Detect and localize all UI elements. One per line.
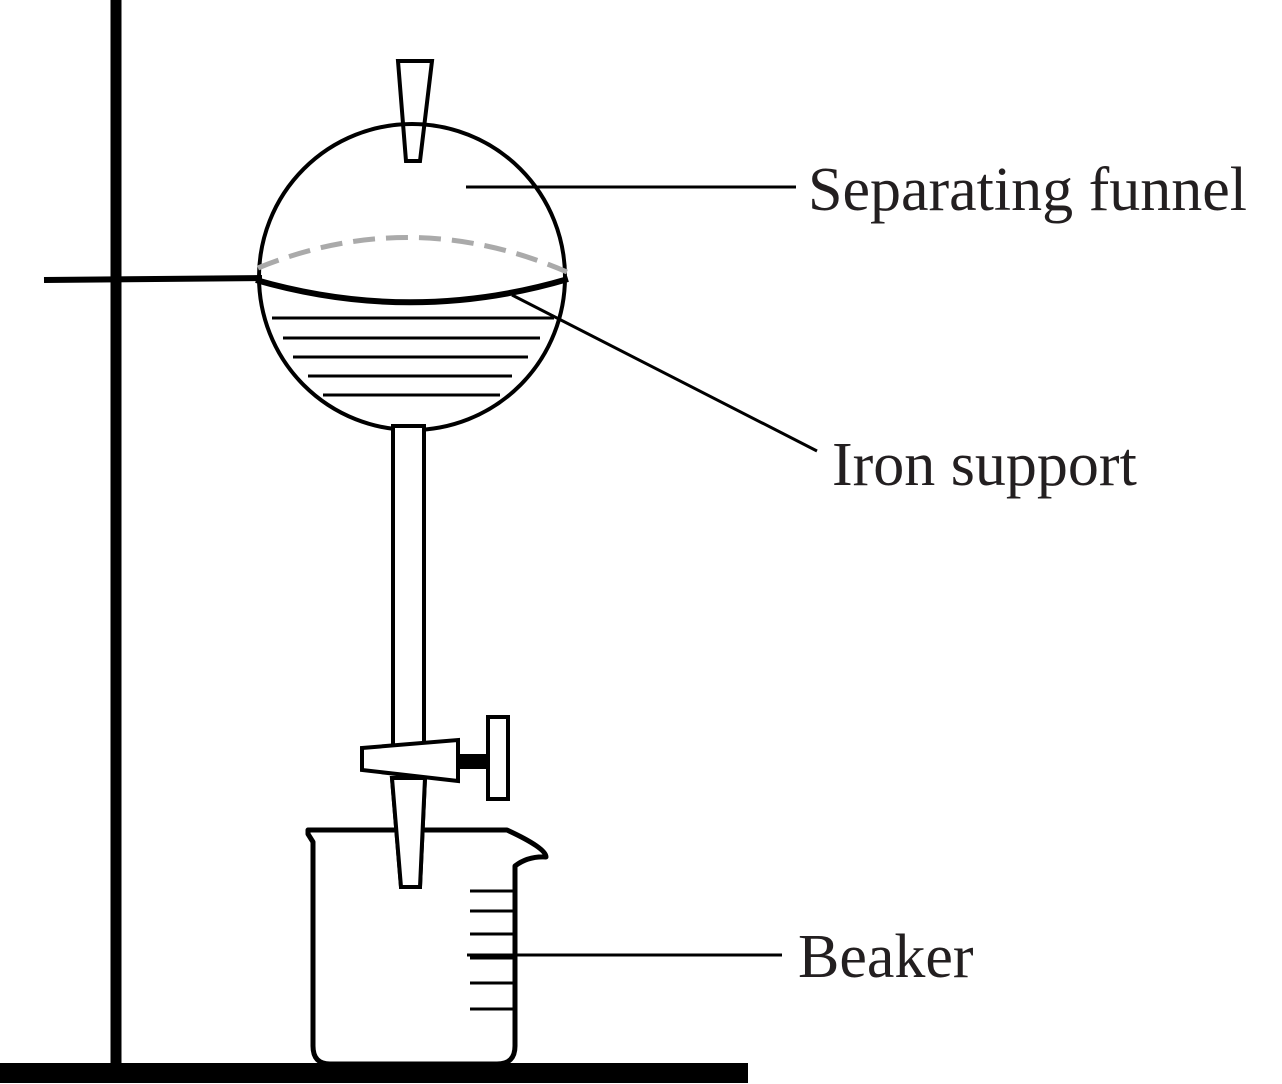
liquid-layers <box>272 316 554 397</box>
funnel-tip-overlay <box>389 776 428 889</box>
iron-ring-support <box>255 234 569 306</box>
beaker <box>305 776 549 1067</box>
stopcock-shaft <box>456 754 490 769</box>
leader-lines <box>466 185 818 957</box>
stopcock-handle <box>486 715 510 801</box>
separating-funnel <box>257 59 567 889</box>
beaker-graduations <box>470 889 515 1011</box>
ring-front <box>255 276 569 306</box>
funnel-bulb <box>257 122 567 432</box>
label-beaker: Beaker <box>798 923 974 991</box>
label-iron-support: Iron support <box>832 431 1137 499</box>
clamp-arm <box>43 275 263 283</box>
iron-stand <box>0 0 748 1083</box>
beaker-body <box>305 827 549 1067</box>
funnel-stopper <box>395 59 435 163</box>
label-separating-funnel: Separating funnel <box>808 156 1247 224</box>
ring-back <box>257 234 568 275</box>
leader-iron-support <box>511 293 818 453</box>
funnel-stem <box>391 424 426 748</box>
stopcock-plug <box>360 737 460 784</box>
